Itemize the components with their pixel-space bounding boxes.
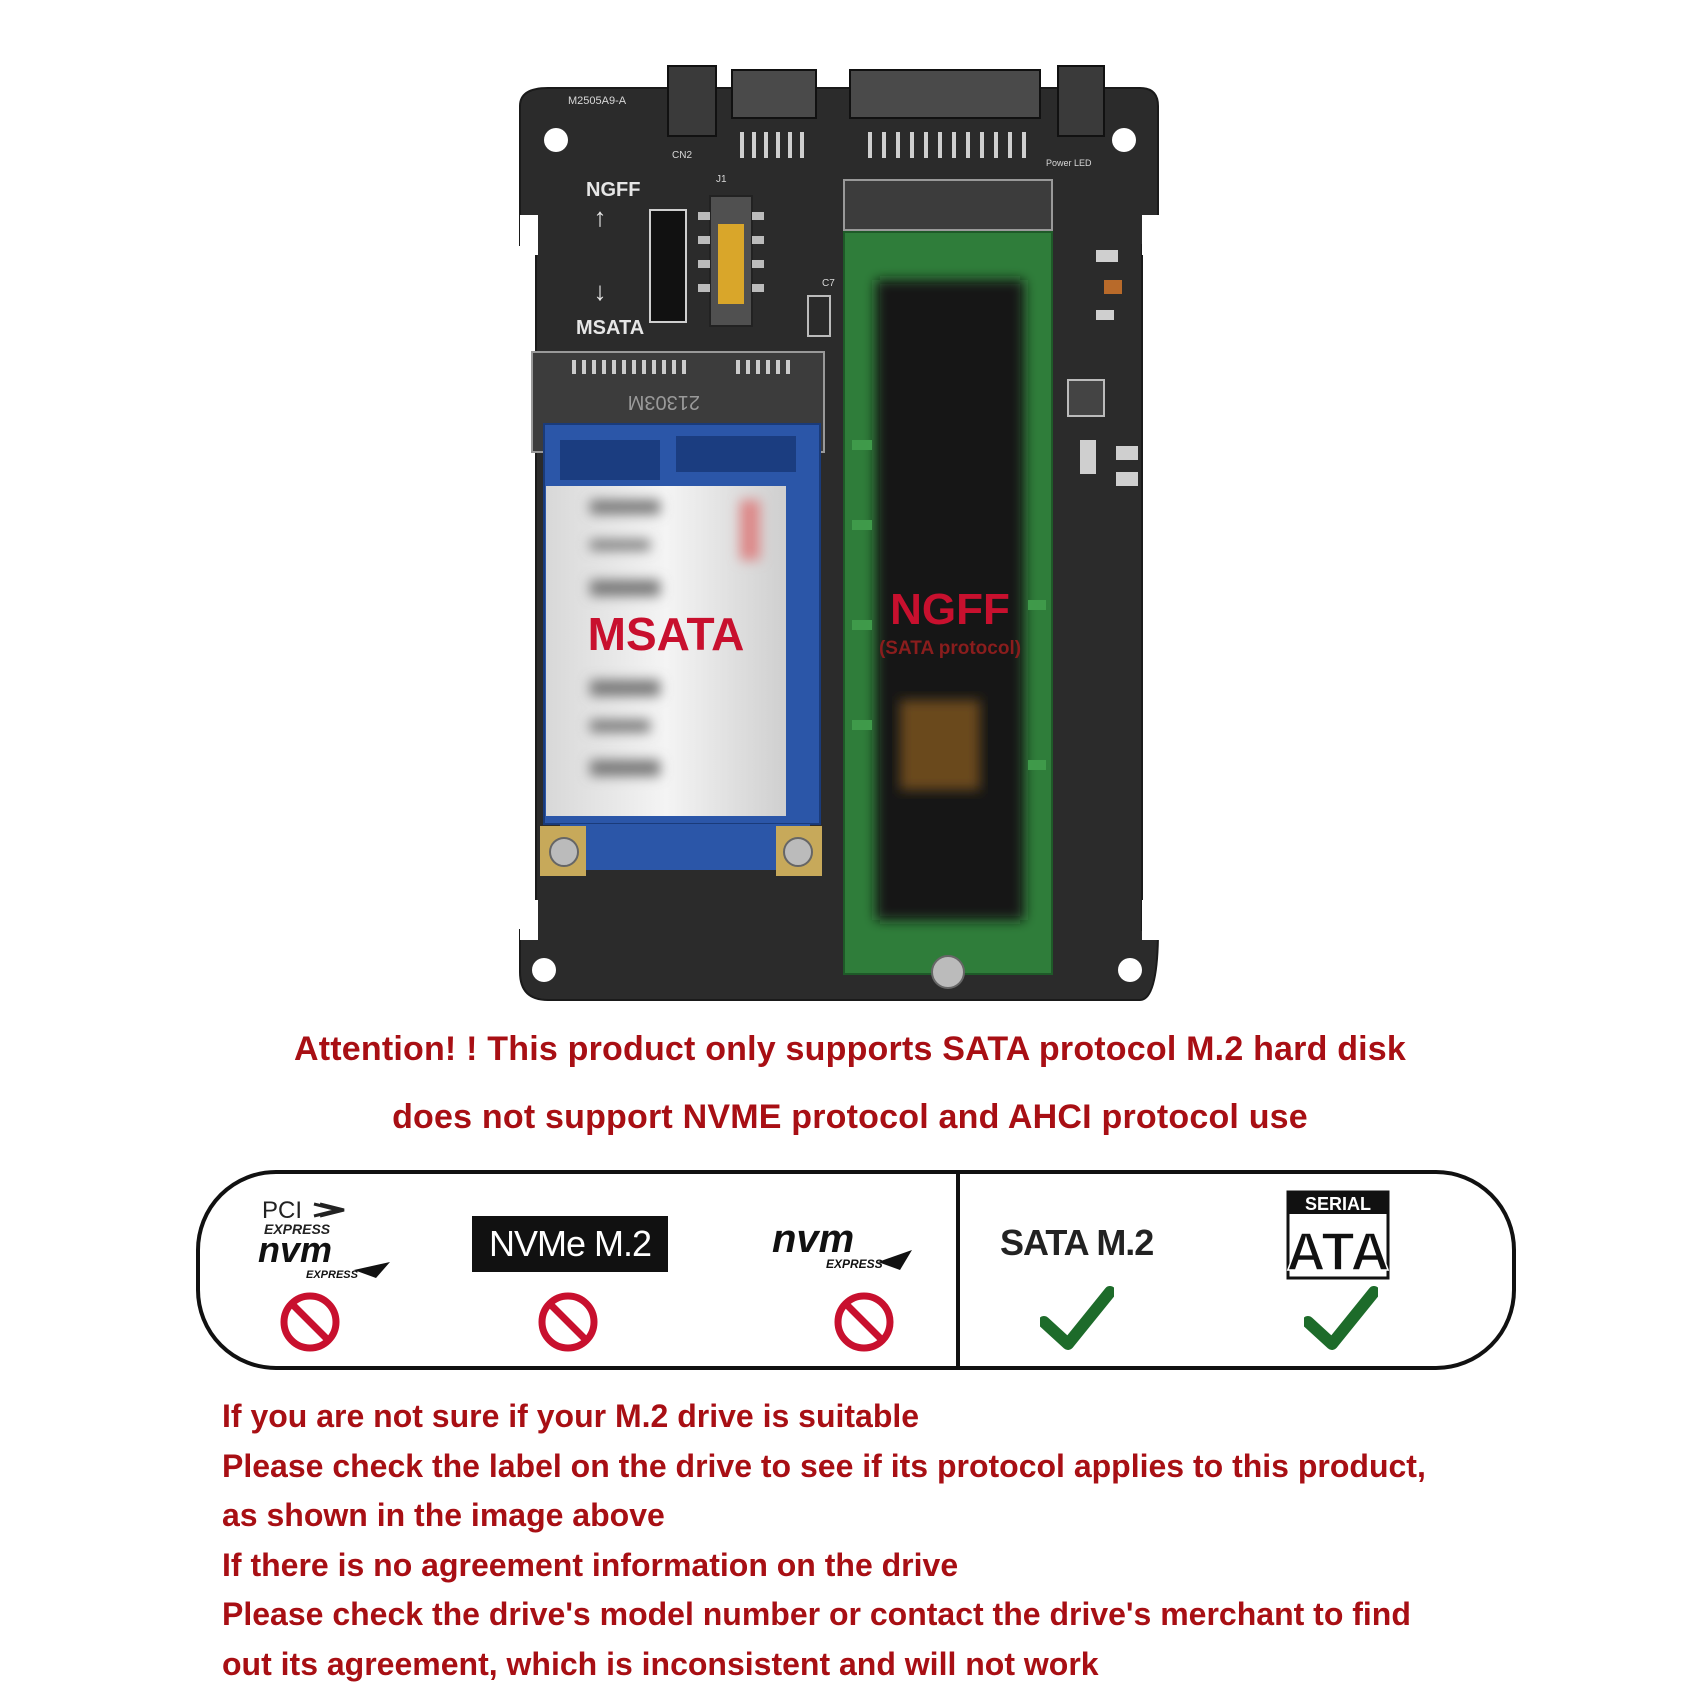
- arrow-down-icon: ↓: [594, 276, 607, 306]
- silk-model: M2505A9-A: [568, 95, 627, 107]
- note-line: as shown in the image above: [222, 1497, 665, 1533]
- prohibited-icon: [278, 1290, 342, 1359]
- panel-divider: [956, 1170, 960, 1370]
- sata-connector: [667, 65, 1105, 158]
- arrow-up-icon: ↑: [594, 202, 607, 232]
- silk-c7: C7: [822, 278, 835, 289]
- silk-power-led: Power LED: [1046, 158, 1092, 168]
- mount-hole: [544, 128, 568, 152]
- checkmark-icon: [1302, 1286, 1380, 1357]
- mode-jumper-switch: [649, 195, 831, 337]
- prohibited-icon: [536, 1290, 600, 1359]
- note-line: Please check the drive's model number or…: [222, 1596, 1411, 1632]
- svg-text:SERIAL: SERIAL: [1305, 1194, 1371, 1214]
- screw-icon: [549, 837, 579, 867]
- svg-text:EXPRESS: EXPRESS: [264, 1221, 331, 1237]
- screw-icon: [931, 955, 965, 989]
- ngff-card-sublabel: (SATA protocol): [879, 638, 1021, 659]
- smd-components: [1067, 250, 1138, 486]
- ngff-slot: [843, 179, 1053, 231]
- logo-sata-m2: SATA M.2: [1000, 1222, 1170, 1268]
- prohibited-icon: [832, 1290, 896, 1359]
- mount-hole: [532, 958, 556, 982]
- svg-text:nvm: nvm: [258, 1229, 332, 1270]
- logo-pci-express-nvm: PCI EXPRESS nvm EXPRESS: [258, 1196, 398, 1286]
- msata-card-label: MSATA: [588, 608, 745, 660]
- msata-card: MSATA: [540, 423, 822, 876]
- note-line: out its agreement, which is inconsistent…: [222, 1645, 1099, 1682]
- compatibility-notes: If you are not sure if your M.2 drive is…: [222, 1392, 1522, 1689]
- silk-msata: MSATA: [576, 317, 644, 339]
- logo-serial-ata: SERIAL ATA: [1286, 1190, 1390, 1283]
- silk-connector-code: 21303M: [628, 391, 700, 413]
- silk-cn2: CN2: [672, 150, 692, 161]
- svg-text:nvm: nvm: [772, 1217, 854, 1261]
- note-line: Please check the label on the drive to s…: [222, 1447, 1426, 1484]
- svg-text:EXPRESS: EXPRESS: [306, 1269, 359, 1281]
- ngff-card-label: NGFF: [890, 585, 1010, 634]
- logo-nvm-express: nvm EXPRESS: [772, 1216, 918, 1276]
- note-line: If there is no agreement information on …: [222, 1546, 959, 1583]
- checkmark-icon: [1038, 1286, 1116, 1357]
- logo-nvme-m2: NVMe M.2: [472, 1216, 668, 1272]
- svg-text:PCI: PCI: [262, 1197, 302, 1224]
- svg-text:EXPRESS: EXPRESS: [826, 1257, 883, 1271]
- protocol-compatibility-panel: [196, 1170, 1516, 1370]
- mount-hole: [1112, 128, 1136, 152]
- mount-hole: [1118, 958, 1142, 982]
- adapter-board-photo: M2505A9-A CN2 Power LED NGFF ↑ ↓ MSATA J…: [519, 65, 1160, 1001]
- nvme-m2-text: NVMe M.2: [488, 1223, 652, 1264]
- attention-line-2: does not support NVME protocol and AHCI …: [392, 1098, 1308, 1136]
- ngff-card: NGFF (SATA protocol): [843, 231, 1053, 989]
- attention-line-1: Attention! ! This product only supports …: [293, 1030, 1407, 1068]
- silk-j1: J1: [716, 174, 727, 185]
- note-line: If you are not sure if your M.2 drive is…: [222, 1398, 920, 1434]
- screw-icon: [783, 837, 813, 867]
- silk-ngff: NGFF: [586, 179, 640, 201]
- sata-m2-text: SATA M.2: [1000, 1222, 1154, 1263]
- svg-text:ATA: ATA: [1287, 1222, 1390, 1280]
